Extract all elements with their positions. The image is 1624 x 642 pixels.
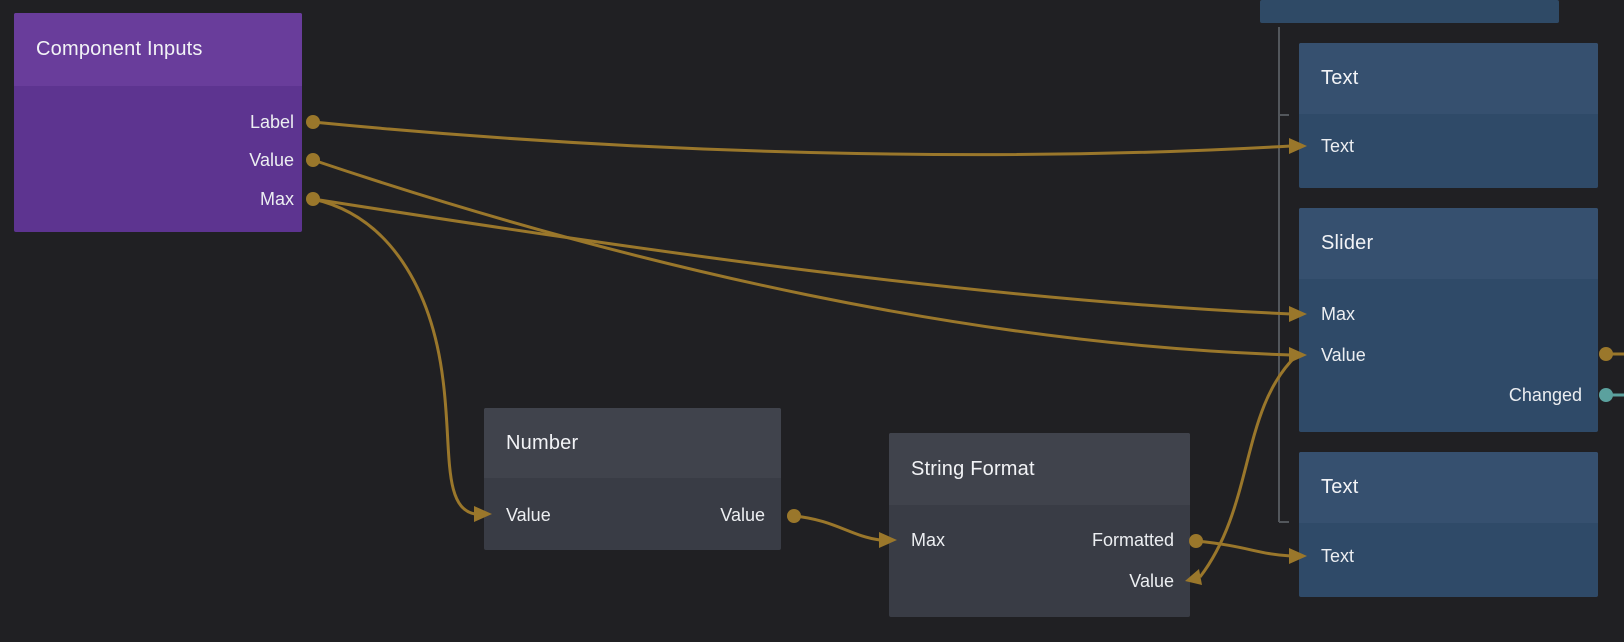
wire-formatted-to-text-bottom[interactable] xyxy=(1195,539,1292,558)
node-header: Number xyxy=(484,408,781,478)
port-input-value[interactable]: Value xyxy=(506,505,551,525)
port-output-formatted[interactable]: Formatted xyxy=(1091,530,1174,550)
wire-max-to-slider-max[interactable] xyxy=(312,197,1292,316)
port-output-max[interactable]: Max xyxy=(259,189,294,209)
node-slider[interactable]: Slider Max Value Changed xyxy=(1299,208,1598,432)
node-string-format[interactable]: String Format Max Formatted Value xyxy=(889,433,1190,617)
node-partial-offscreen[interactable] xyxy=(1260,0,1559,23)
port-dot-slider-changed[interactable] xyxy=(1599,388,1613,402)
wire-slider-value-to-stringformat-value[interactable] xyxy=(1198,354,1298,578)
port-input-value[interactable]: Value xyxy=(1321,345,1366,365)
hierarchy-line xyxy=(1278,27,1289,523)
port-input-max[interactable]: Max xyxy=(1321,304,1356,324)
node-text-bottom[interactable]: Text Text xyxy=(1299,452,1598,597)
port-input-text[interactable]: Text xyxy=(1321,546,1355,566)
port-dot-value[interactable] xyxy=(306,153,320,167)
node-header: String Format xyxy=(889,433,1190,505)
wire-number-to-stringformat-max[interactable] xyxy=(793,514,881,542)
port-input-max[interactable]: Max xyxy=(911,530,946,550)
node-header: Component Inputs xyxy=(14,13,302,86)
port-output-changed[interactable]: Changed xyxy=(1508,385,1582,405)
node-title: String Format xyxy=(911,457,1035,480)
node-title: Component Inputs xyxy=(36,38,203,60)
node-number[interactable]: Number Value Value xyxy=(484,408,781,550)
node-title: Text xyxy=(1321,476,1359,498)
port-dot-slider-value-out[interactable] xyxy=(1599,347,1613,361)
node-text-top[interactable]: Text Text xyxy=(1299,43,1598,188)
node-title: Text xyxy=(1321,67,1359,89)
port-dot-number-value[interactable] xyxy=(787,509,801,523)
port-output-value[interactable]: Value xyxy=(249,150,294,170)
wire-max-to-number-value[interactable] xyxy=(312,197,476,516)
node-header: Text xyxy=(1299,43,1598,114)
wire-label-to-text-top[interactable] xyxy=(312,120,1292,157)
port-input-value[interactable]: Value xyxy=(1129,571,1174,591)
port-dot-formatted[interactable] xyxy=(1189,534,1203,548)
port-input-text[interactable]: Text xyxy=(1321,136,1355,156)
port-dot-max[interactable] xyxy=(306,192,320,206)
node-component-inputs[interactable]: Component Inputs Label Value Max xyxy=(14,13,302,232)
node-title: Number xyxy=(506,431,579,454)
port-dot-label[interactable] xyxy=(306,115,320,129)
node-header: Text xyxy=(1299,452,1598,523)
node-header: Slider xyxy=(1299,208,1598,279)
port-output-label[interactable]: Label xyxy=(249,112,294,132)
wire-value-to-slider-value[interactable] xyxy=(312,158,1292,357)
node-title: Slider xyxy=(1321,232,1374,254)
port-output-value[interactable]: Value xyxy=(720,505,765,525)
